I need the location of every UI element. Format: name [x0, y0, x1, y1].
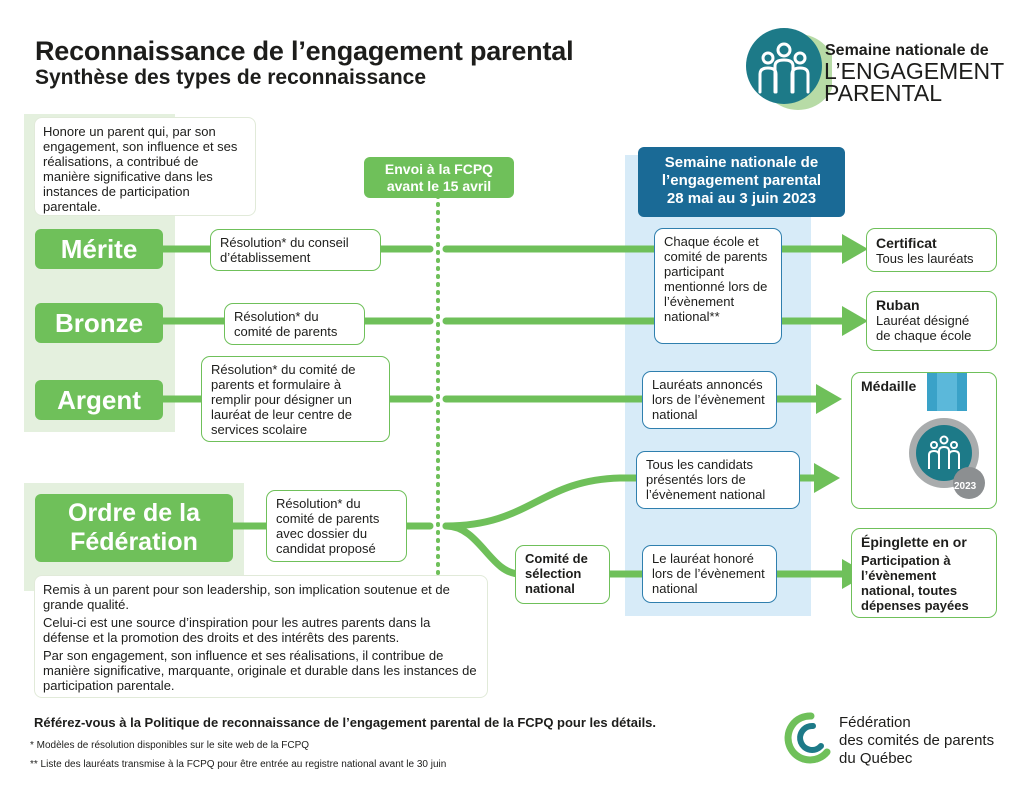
resolution-ordre: Résolution* du comité de parents avec do… [266, 490, 407, 562]
fcpq-logo-icon [784, 712, 831, 764]
comite-selection-box: Comité de sélection national [515, 545, 610, 604]
fcpq-logo-line2: des comités de parents [839, 732, 995, 749]
arrowhead-medaille-candidats [814, 463, 840, 493]
arrowhead-medaille-argent [816, 384, 842, 414]
fcpq-logo: Fédération des comités de parents du Qué… [783, 708, 1018, 780]
envoi-tag-line2: avant le 15 avril [386, 178, 492, 194]
footer-note-2: ** Liste des lauréats transmise à la FCP… [30, 759, 447, 770]
level-ordre-federation: Ordre de la Fédération [35, 494, 233, 562]
epinglette-sub: Participation à l’évènement national, to… [861, 553, 969, 613]
ordre-desc-p2: Celui-ci est une source d’inspiration po… [43, 615, 431, 645]
comite-line3: national [525, 581, 575, 596]
level-argent: Argent [35, 380, 163, 420]
footer-note-1: * Modèles de résolution disponibles sur … [30, 740, 310, 751]
comite-line2: sélection [525, 566, 582, 581]
certificat-sub: Tous les lauréats [876, 251, 974, 266]
epinglette-title: Épinglette en or [861, 534, 967, 550]
semaine-logo-line2: L’ENGAGEMENT [824, 58, 1005, 84]
envoi-tag-line1: Envoi à la FCPQ [384, 161, 494, 177]
ordre-desc-p3: Par son engagement, son influence et ses… [43, 648, 477, 693]
level-ordre-line2: Fédération [70, 528, 198, 556]
fcpq-logo-line1: Fédération [839, 714, 911, 731]
comite-line1: Comité de [525, 551, 588, 566]
event-candidats-box: Tous les candidats présentés lors de l’é… [636, 451, 800, 509]
envoi-deadline-tag: Envoi à la FCPQ avant le 15 avril [364, 157, 514, 198]
reward-ruban: Ruban Lauréat désigné de chaque école [866, 291, 997, 351]
semaine-logo-line3: PARENTAL [824, 80, 943, 106]
semaine-tag-line1: Semaine nationale de [664, 154, 819, 171]
reward-epinglette: Épinglette en or Participation à l’évène… [851, 528, 997, 618]
level-ordre-line1: Ordre de la [68, 499, 200, 527]
ruban-title: Ruban [876, 297, 920, 313]
resolution-bronze: Résolution* du comité de parents [224, 303, 365, 345]
page-subtitle: Synthèse des types de reconnaissance [35, 66, 427, 89]
reward-medaille: Médaille 2023 [851, 372, 997, 509]
merite-description-text: Honore un parent qui, par son engagement… [43, 124, 238, 214]
semaine-logo: Semaine nationale de L’ENGAGEMENT PARENT… [742, 22, 1012, 112]
medaille-title: Médaille [861, 378, 917, 394]
semaine-tag-line3: 28 mai au 3 juin 2023 [666, 190, 817, 207]
fcpq-logo-line3: du Québec [839, 750, 913, 767]
event-ecole-box: Chaque école et comité de parents partic… [654, 228, 782, 344]
footer-reference: Référez-vous à la Politique de reconnais… [34, 715, 657, 730]
level-merite: Mérite [35, 229, 163, 269]
resolution-argent: Résolution* du comité de parents et form… [201, 356, 390, 442]
certificat-title: Certificat [876, 235, 937, 251]
semaine-logo-line1: Semaine nationale de [825, 42, 989, 59]
medal-icon [909, 373, 985, 499]
arrow-curve-selection [442, 522, 524, 578]
ordre-description: Remis à un parent pour son leadership, s… [34, 575, 488, 698]
page-title: Reconnaissance de l’engagement parental [35, 36, 574, 66]
semaine-dates-tag: Semaine nationale de l’engagement parent… [638, 147, 845, 217]
merite-description: Honore un parent qui, par son engagement… [34, 117, 256, 216]
event-argent-box: Lauréats annoncés lors de l’évènement na… [642, 371, 777, 429]
semaine-logo-icon [746, 28, 832, 110]
event-laureat-box: Le lauréat honoré lors de l’évènement na… [642, 545, 777, 603]
arrow-curve-candidats [442, 474, 822, 530]
arrowhead-certificat [842, 234, 868, 264]
ruban-sub: Lauréat désigné de chaque école [876, 313, 972, 343]
resolution-merite: Résolution* du conseil d’établissement [210, 229, 381, 271]
reward-certificat: Certificat Tous les lauréats [866, 228, 997, 272]
level-bronze: Bronze [35, 303, 163, 343]
ordre-desc-p1: Remis à un parent pour son leadership, s… [43, 582, 450, 612]
semaine-tag-line2: l’engagement parental [661, 172, 822, 189]
arrowhead-ruban [842, 306, 868, 336]
medaille-year: 2023 [954, 481, 977, 492]
